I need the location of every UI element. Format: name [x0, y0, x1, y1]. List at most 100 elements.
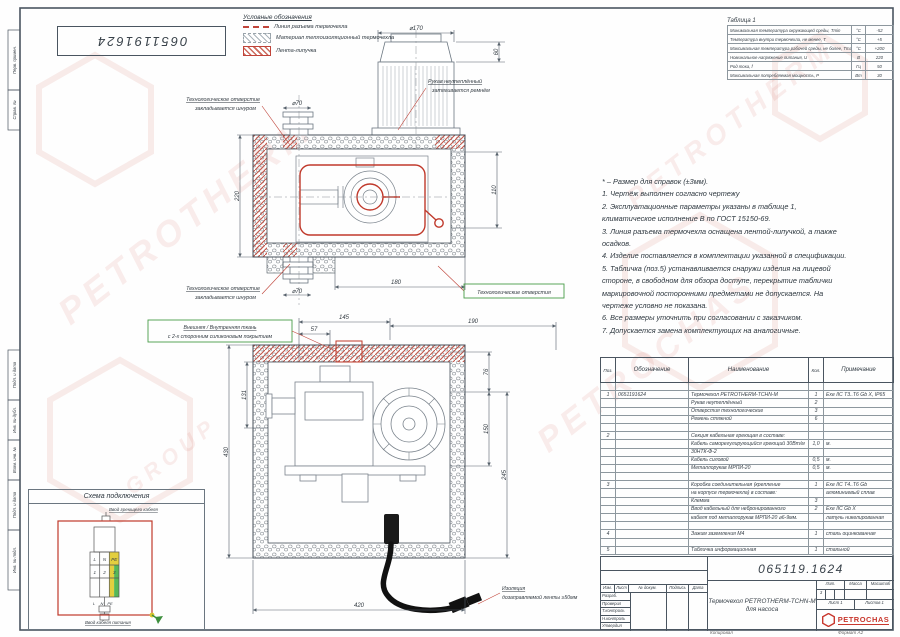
tb-sig-developed: Разраб.: [601, 593, 631, 601]
frame-label: Инв. № подл.: [12, 547, 17, 573]
spec-designation: [615, 488, 689, 498]
note-line: стороне, в свободном для обзора доступе,…: [602, 276, 833, 286]
note-line: 5. Табличка (поз.5) устанавливается снар…: [602, 263, 831, 273]
legend-item: Лента-липучка: [243, 46, 433, 56]
spec-pos: [600, 455, 616, 465]
spec-name: Клемма: [688, 496, 809, 506]
legend-label: Материал теплоизоляционный термочехла: [276, 35, 395, 41]
spec-note: м.: [823, 439, 894, 449]
tb-doc-number: 065119.1624: [708, 557, 894, 581]
spec-qty: 1,0: [808, 439, 824, 449]
spec-pos: 4: [600, 529, 616, 539]
spec-designation: [615, 422, 689, 433]
spec-note: [823, 447, 894, 457]
spec-row: [600, 422, 894, 433]
legend-label: Линия разъема термочехла: [274, 24, 348, 30]
note-line: климатическое исполнение В по ГОСТ 15150…: [602, 214, 771, 224]
parameter-row: Температура внутри термочехла, не менее,…: [727, 34, 894, 44]
spec-pos: [600, 521, 616, 531]
callout-tech-hole-top: Технологическое отверстие: [186, 97, 260, 103]
spec-qty: 1: [808, 480, 824, 490]
spec-pos: 2: [600, 431, 616, 441]
top-view: ⌀170 ⌀70 60 220 110 180 ⌀70 Технологичес…: [186, 26, 565, 305]
spec-note: сталь оцинкованная: [823, 529, 894, 539]
spec-pos: [600, 406, 616, 416]
spec-designation: [615, 521, 689, 531]
spec-row: [600, 537, 894, 547]
spec-row: Рукав неутеплённый 2: [600, 398, 894, 408]
spec-designation: [615, 455, 689, 465]
spec-name: Зажим заземления М4: [688, 529, 809, 539]
spec-note: м.: [823, 455, 894, 465]
parameter-value: -52: [865, 25, 894, 35]
callout-sleeve-2: затягивается ремнём: [431, 88, 490, 94]
spec-row: [600, 521, 894, 531]
parameter-unit: Вт: [851, 70, 866, 80]
spec-name: [688, 422, 809, 433]
callout-fabric-2: с 2-х сторонним силиконовым покрытием: [168, 334, 273, 340]
spec-designation: [615, 398, 689, 408]
velcro-swatch: [243, 46, 271, 56]
callout-tech-hole-top-2: закладывается шнуром: [194, 106, 256, 112]
spec-name: [688, 472, 809, 482]
parameter-value: 50: [865, 61, 894, 71]
spec-note: Exe IIC Gb X: [823, 504, 894, 515]
spec-pos: 3: [600, 480, 616, 490]
tb-title-line1: Термочехол PETROTHERM-TCHN-M: [708, 597, 816, 605]
spec-pos: [600, 537, 616, 547]
spec-pos: [600, 504, 616, 515]
spec-name: Металлорукав МРПИ-20: [688, 463, 809, 474]
spec-designation: [615, 414, 689, 424]
spec-note: [823, 521, 894, 531]
spec-row: 4 Зажим заземления М4 1 сталь оцинкованн…: [600, 529, 894, 539]
tb-scale-header: Масштаб: [867, 581, 894, 590]
dim-bottom-width: 180: [391, 280, 402, 286]
spec-name: Коробка соединительная (крепление: [688, 480, 809, 490]
dim-front-w3: 190: [468, 319, 479, 325]
legend-title: Условные обозначения: [243, 14, 312, 21]
parameter-value: 220: [865, 52, 894, 62]
spec-pos: [600, 488, 616, 498]
tb-sig-tcontrol: Т.контроль: [601, 608, 631, 616]
note-line: 6. Все размеры уточнить при согласовании…: [602, 313, 803, 323]
tb-col-date: Дата: [689, 585, 708, 593]
spec-qty: [808, 537, 824, 547]
spec-note: [823, 414, 894, 424]
tb-sig-approved: Утвердил: [601, 623, 631, 631]
connection-scheme: Схема подключения Ввод греющего кабеля В…: [28, 489, 205, 630]
spec-row: на корпусе термочехла) в составе: алюмин…: [600, 488, 894, 498]
spec-qty: [808, 488, 824, 498]
frame-label: Перв. примен.: [12, 46, 17, 74]
terminal-PE: PE: [111, 557, 118, 562]
tb-lit-value: 3: [817, 590, 826, 600]
spec-name: [688, 381, 809, 392]
spec-name: Термочехол PETROTHERM-TCHN-M: [688, 390, 809, 400]
legend: Условные обозначения Линия разъема термо…: [243, 14, 433, 59]
spec-name: Кабель саморегулирующийся греющий 30Вт/м: [688, 439, 809, 449]
tb-col-izm: Изм.: [601, 585, 615, 593]
logo-text: PETROCHAS: [837, 615, 890, 626]
parameter-row: Минимальная температура окружающей среды…: [727, 25, 894, 35]
dim-cap-height: 60: [494, 48, 500, 55]
parameter-value: +200: [865, 43, 894, 53]
spec-designation: [615, 529, 689, 539]
spec-row: 1 0651191624 Термочехол PETROTHERM-TCHN-…: [600, 390, 894, 400]
spec-pos: [600, 496, 616, 506]
spec-qty: 1: [808, 529, 824, 539]
spec-row: [600, 381, 894, 392]
company-logo: PETROCHAS: [817, 610, 894, 631]
notes-block: * – Размер для справок (±3мм).1. Чертёж …: [602, 176, 894, 337]
logo-hexagon-icon: [821, 613, 835, 628]
parameter-value: +5: [865, 34, 894, 44]
spec-name: Кабель силовой: [688, 455, 809, 465]
insulation-swatch: [243, 33, 271, 43]
tb-title-line2: для насоса: [745, 605, 779, 613]
spec-pos: [600, 439, 616, 449]
spec-name: Ремень стяжной: [688, 414, 809, 424]
spec-pos: [600, 414, 616, 424]
spec-row: 5 Табличка информационная 1 стальной: [600, 545, 894, 555]
spec-qty: 0,5: [808, 455, 824, 465]
tb-sig-ncontrol: Н.контроль: [601, 615, 631, 624]
footer-copy: Копировал: [710, 630, 733, 635]
